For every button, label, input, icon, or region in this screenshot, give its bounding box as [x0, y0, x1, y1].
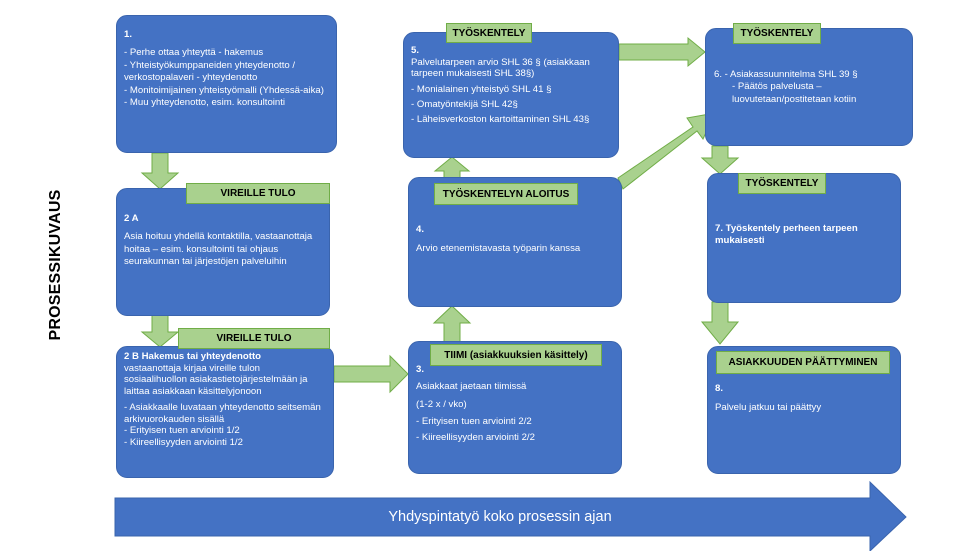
arrow-3-to-4: [432, 305, 472, 343]
step-5-number: 5.: [411, 45, 420, 56]
vireille-tulo-tag-1: VIREILLE TULO: [186, 183, 330, 204]
step-3-line: - Erityisen tuen arviointi 2/2: [416, 416, 532, 428]
step-1-item: - Muu yhteydenotto, esim. konsultointi: [124, 97, 286, 109]
step-2b-text: vastaanottaja kirjaa vireille tulon sosi…: [124, 362, 308, 398]
tyoskentely-tag-6: TYÖSKENTELY: [733, 23, 821, 44]
step-1-item: - Yhteistyökumppaneiden yhteydenotto / v…: [124, 59, 296, 84]
step-5-item: - Monialainen yhteistyö SHL 41 §: [411, 84, 552, 96]
tyoskentely-tag-7: TYÖSKENTELY: [738, 173, 826, 194]
step-2b-title: 2 B Hakemus tai yhteydenotto: [124, 351, 262, 362]
timeline-label: Yhdyspintatyö koko prosessin ajan: [388, 509, 612, 525]
tyoskentelyn-aloitus-tag: TYÖSKENTELYN ALOITUS: [434, 183, 578, 205]
arrow-6-to-7: [700, 145, 740, 175]
step-3-line: - Kiireellisyyden arviointi 2/2: [416, 431, 535, 443]
process-title: PROSESSIKUVAUS: [47, 189, 64, 341]
step-7-box: 7. Työskentely perheen tarpeen mukaisest…: [707, 173, 901, 303]
arrow-7-to-8: [700, 301, 740, 345]
step-6-box: 6. - Asiakassuunnitelma SHL 39 § - Päätö…: [705, 28, 913, 146]
arrow-4-to-6: [617, 112, 716, 190]
vireille-tulo-tag-2: VIREILLE TULO: [178, 328, 330, 349]
step-1-item: - Monitoimijainen yhteistyömalli (Yhdess…: [124, 84, 324, 96]
step-5-item: - Läheisverkoston kartoittaminen SHL 43§: [411, 113, 590, 125]
step-1-box: 1. - Perhe ottaa yhteyttä - hakemus - Yh…: [116, 15, 337, 153]
step-3-line: Asiakkaat jaetaan tiimissä: [416, 381, 527, 393]
step-3-number: 3.: [416, 364, 425, 375]
step-5-item: Palvelutarpeen arvio SHL 36 § (asiakkaan…: [411, 56, 590, 80]
step-2a-number: 2 A: [124, 213, 139, 224]
tiimi-tag: TIIMI (asiakkuuksien käsittely): [430, 344, 602, 366]
step-5-box: 5. Palvelutarpeen arvio SHL 36 § (asiakk…: [403, 32, 619, 158]
asiakkuuden-paattyminen-tag: ASIAKKUUDEN PÄÄTTYMINEN: [716, 351, 890, 374]
arrow-2a-to-2b: [140, 313, 180, 348]
arrow-2b-to-3: [333, 354, 409, 394]
step-1-item: - Perhe ottaa yhteyttä - hakemus: [124, 47, 264, 59]
tyoskentely-tag-5: TYÖSKENTELY: [446, 23, 532, 43]
step-4-text: Arvio etenemistavasta työparin kanssa: [416, 243, 581, 255]
step-2b-item: - Asiakkaalle luvataan yhteydenotto seit…: [124, 401, 321, 425]
step-2a-box: 2 A Asia hoituu yhdellä kontaktilla, vas…: [116, 188, 330, 316]
step-1-number: 1.: [124, 29, 133, 40]
step-2a-text: Asia hoituu yhdellä kontaktilla, vastaan…: [124, 231, 313, 268]
step-8-number: 8.: [715, 383, 724, 394]
step-4-number: 4.: [416, 224, 425, 235]
arrow-1-to-2a: [140, 152, 180, 190]
arrow-5-to-6: [618, 36, 706, 68]
step-3-line: (1-2 x / vko): [416, 398, 467, 410]
step-2b-item: - Erityisen tuen arviointi 1/2: [124, 425, 240, 437]
step-6-line1: 6. - Asiakassuunnitelma SHL 39 §: [714, 69, 858, 80]
step-5-item: - Omatyöntekijä SHL 42§: [411, 98, 518, 110]
process-timeline-arrow: [114, 480, 907, 551]
step-8-text: Palvelu jatkuu tai päättyy: [715, 402, 822, 414]
step-2b-item: - Kiireellisyyden arviointi 1/2: [124, 436, 243, 448]
step-6-line2: - Päätös palvelusta – luovutetaan/postit…: [732, 81, 857, 105]
step-2b-box: 2 B Hakemus tai yhteydenotto vastaanotta…: [116, 346, 334, 478]
step-7-text: 7. Työskentely perheen tarpeen mukaisest…: [715, 223, 858, 247]
